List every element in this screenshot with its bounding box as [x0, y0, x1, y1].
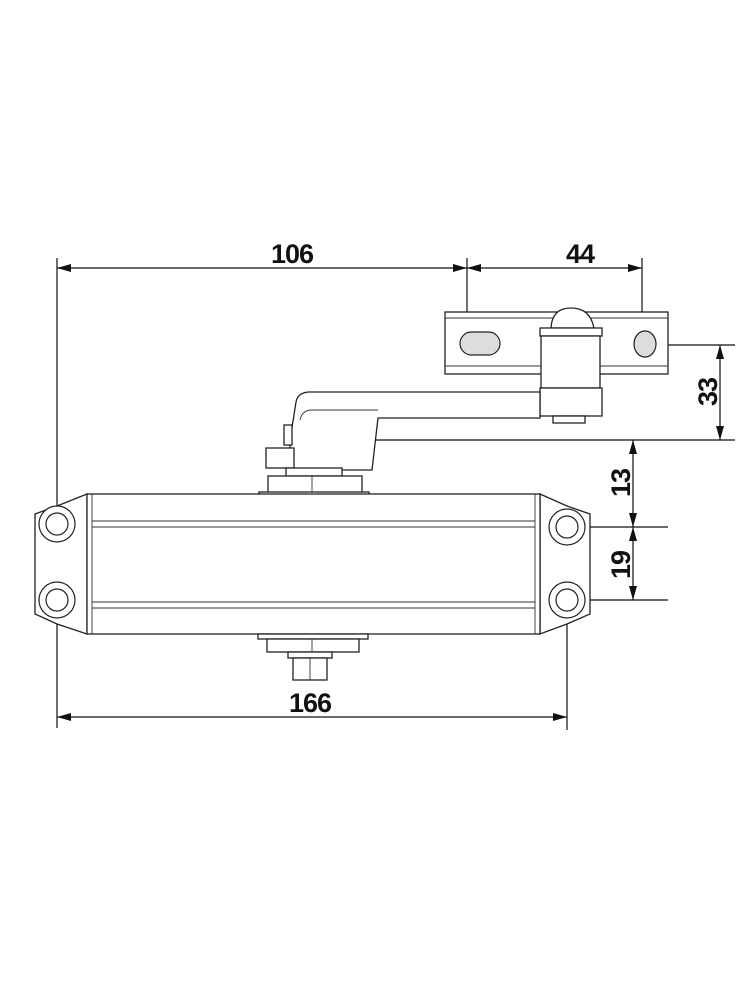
bracket-slot	[459, 331, 501, 356]
closer-arm	[265, 391, 541, 471]
dim-label-44: 44	[566, 239, 595, 269]
dim-label-13: 13	[606, 468, 636, 497]
dim-label-166: 166	[289, 688, 332, 718]
dim-label-19: 19	[606, 550, 636, 579]
bracket-hole	[633, 330, 657, 358]
top-spindle-nut	[258, 467, 370, 497]
dim-label-106: 106	[271, 239, 314, 269]
arm-pivot	[539, 307, 603, 424]
closer-body	[34, 492, 591, 635]
dim-label-33: 33	[693, 377, 723, 406]
bottom-spindle-nut	[257, 633, 369, 681]
mounting-holes	[38, 505, 586, 619]
dimension-lines	[57, 264, 724, 721]
